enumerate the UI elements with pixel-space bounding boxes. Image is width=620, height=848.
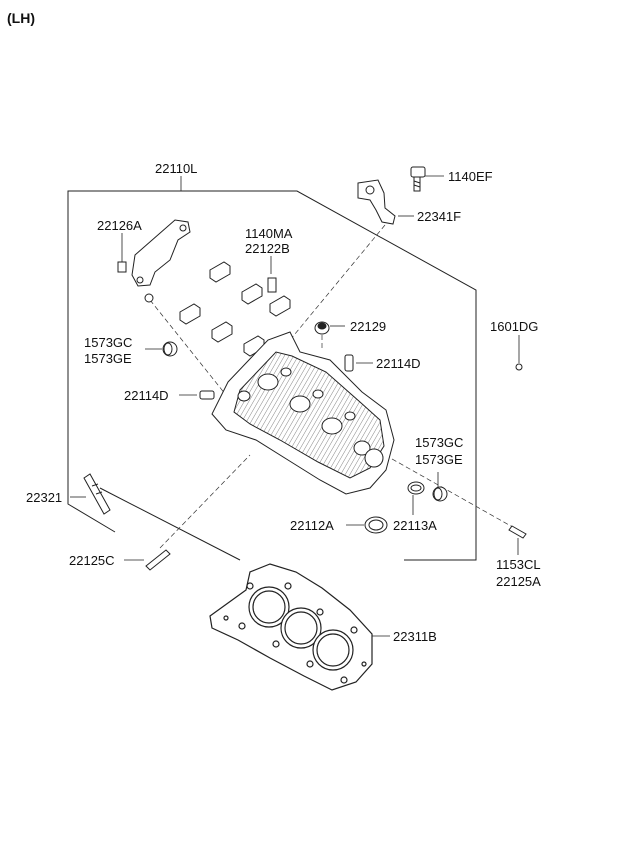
label-1601dg: 1601DG — [490, 319, 539, 334]
seal-22113a-icon — [407, 481, 425, 495]
seal-22112a-icon — [364, 516, 388, 534]
journal-caps-icon — [179, 261, 291, 357]
cap-right-icon — [432, 486, 448, 502]
cap-left-icon — [162, 341, 178, 357]
label-1573gc-right: 1573GC — [415, 435, 464, 450]
assembly-boundary — [67, 190, 477, 561]
part-1601dg-icon — [515, 363, 523, 371]
label-22321: 22321 — [26, 490, 63, 505]
label-22125c: 22125C — [69, 553, 115, 568]
label-1573gc-left: 1573GC — [84, 335, 133, 350]
label-22125a: 22125A — [496, 574, 541, 589]
dowel-right-icon — [344, 354, 354, 372]
bracket-22341f-icon — [357, 179, 396, 225]
label-22122b: 22122B — [245, 241, 290, 256]
pin-right-icon — [508, 525, 527, 539]
label-1573ge-right: 1573GE — [415, 452, 463, 467]
stud-22125c-icon — [145, 549, 171, 571]
plug-22129-icon — [314, 321, 330, 335]
dowel-left-icon — [199, 390, 215, 400]
bolt-1140ef-icon — [410, 166, 426, 192]
label-22129: 22129 — [350, 319, 387, 334]
cylinder-head-icon — [211, 331, 395, 495]
head-gasket-icon — [209, 563, 373, 691]
label-22113a: 22113A — [393, 518, 437, 533]
variant-header: (LH) — [7, 10, 35, 26]
assembly-boundary-lower — [99, 487, 241, 561]
label-1140ma: 1140MA — [245, 226, 293, 241]
label-22311b: 22311B — [393, 629, 437, 644]
label-22114d-right: 22114D — [376, 356, 421, 371]
stud-22321-icon — [83, 473, 111, 515]
centerlines — [149, 224, 519, 549]
label-22341f: 22341F — [417, 209, 462, 224]
label-22114d-left: 22114D — [124, 388, 169, 403]
label-22110l: 22110L — [155, 161, 198, 176]
label-1573ge-left: 1573GE — [84, 351, 132, 366]
label-22126a: 22126A — [97, 218, 142, 233]
label-1153cl: 1153CL — [496, 557, 541, 572]
label-1140ef: 1140EF — [448, 169, 493, 184]
rocker-support-22126a-icon — [117, 219, 191, 303]
label-22112a: 22112A — [290, 518, 334, 533]
